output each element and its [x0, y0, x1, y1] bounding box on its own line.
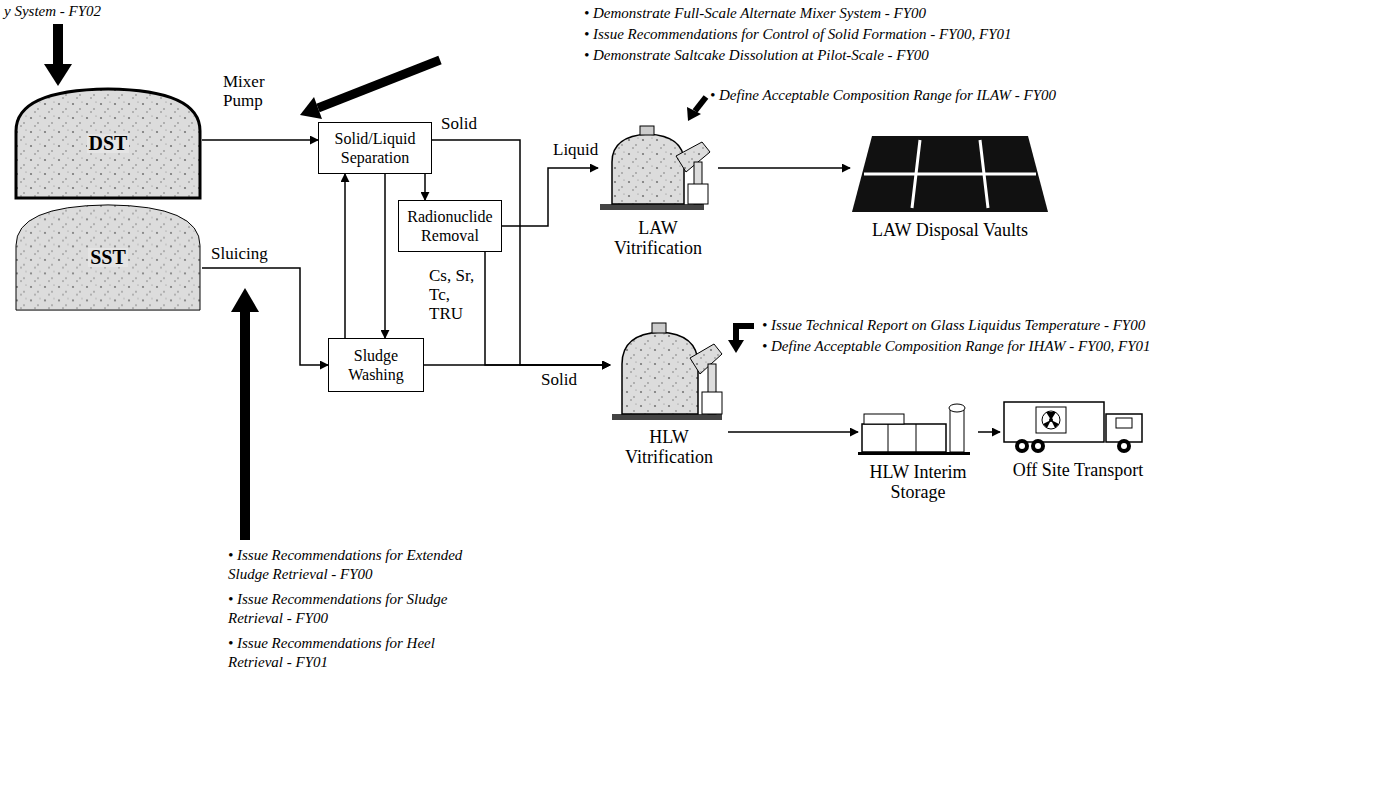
- facility-icon: Off Site Transport: [1000, 398, 1156, 480]
- process-box: Sludge Washing: [328, 338, 424, 392]
- node-label: Solid/Liquid Separation: [324, 129, 426, 167]
- process-box: Radionuclide Removal: [398, 200, 502, 252]
- edge-label: Sluicing: [210, 244, 292, 263]
- process-box: Solid/Liquid Separation: [318, 122, 432, 174]
- callout-arrow: [687, 97, 706, 121]
- edge-label: Liquid: [552, 140, 604, 159]
- callout-arrow: [231, 288, 259, 540]
- edge-label: Solid: [540, 370, 592, 389]
- node-label: LAW Vitrification: [598, 218, 718, 258]
- callout-arrow: [44, 24, 72, 86]
- node-label: HLW Vitrification: [610, 427, 728, 467]
- note-text: • Issue Recommendations for Extended Slu…: [228, 546, 478, 584]
- facility-drawing: [850, 128, 1050, 216]
- node-label: LAW Disposal Vaults: [850, 220, 1050, 240]
- facility-drawing: [610, 318, 728, 423]
- note-text: • Define Acceptable Composition Range fo…: [762, 337, 1151, 355]
- facility-icon: LAW Disposal Vaults: [850, 128, 1050, 240]
- note-text: • Issue Recommendations for Control of S…: [584, 25, 1012, 43]
- callout-arrow: [300, 60, 440, 119]
- node-label: Sludge Washing: [334, 346, 418, 384]
- flow-connector: [718, 167, 850, 169]
- flow-connector: [424, 364, 610, 366]
- flow-connector: [384, 174, 386, 338]
- flow-connector: [502, 168, 598, 226]
- note-text: • Issue Recommendations for Heel Retriev…: [228, 634, 478, 672]
- node-label: DST: [87, 134, 130, 153]
- facility-icon: HLW Vitrification: [610, 318, 728, 467]
- note-text: • Demonstrate Saltcake Dissolution at Pi…: [584, 46, 929, 64]
- note-list: • Issue Recommendations for Extended Slu…: [228, 546, 478, 678]
- flow-connector: [978, 431, 1000, 433]
- flow-connector: [344, 174, 346, 338]
- note-text: • Define Acceptable Composition Range fo…: [710, 86, 1056, 104]
- tank-dst: DST: [14, 86, 202, 200]
- facility-drawing: [858, 400, 978, 458]
- callout-arrow: [728, 326, 754, 353]
- node-label: Radionuclide Removal: [404, 207, 496, 245]
- flow-connector: [424, 174, 426, 200]
- edge-label: Mixer Pump: [222, 72, 290, 110]
- flow-connector: [202, 268, 328, 365]
- note-text: • Issue Recommendations for Sludge Retri…: [228, 590, 478, 628]
- facility-icon: HLW Interim Storage: [858, 400, 978, 502]
- note-text: y System - FY02: [4, 2, 101, 20]
- tank-sst: SST: [14, 202, 202, 312]
- facility-drawing: [598, 122, 718, 214]
- note-text: • Issue Technical Report on Glass Liquid…: [762, 316, 1145, 334]
- node-label: HLW Interim Storage: [858, 462, 978, 502]
- note-text: • Demonstrate Full-Scale Alternate Mixer…: [584, 4, 926, 22]
- facility-icon: LAW Vitrification: [598, 122, 718, 258]
- edge-label: Cs, Sr, Tc, TRU: [428, 266, 482, 323]
- node-label: Off Site Transport: [1000, 460, 1156, 480]
- edge-label: Solid: [440, 114, 492, 133]
- flow-connector: [202, 139, 318, 141]
- flow-connector: [485, 252, 610, 365]
- flow-connector: [728, 431, 858, 433]
- node-label: SST: [88, 248, 128, 267]
- facility-drawing: [1000, 398, 1156, 456]
- flow-connector: [432, 140, 610, 365]
